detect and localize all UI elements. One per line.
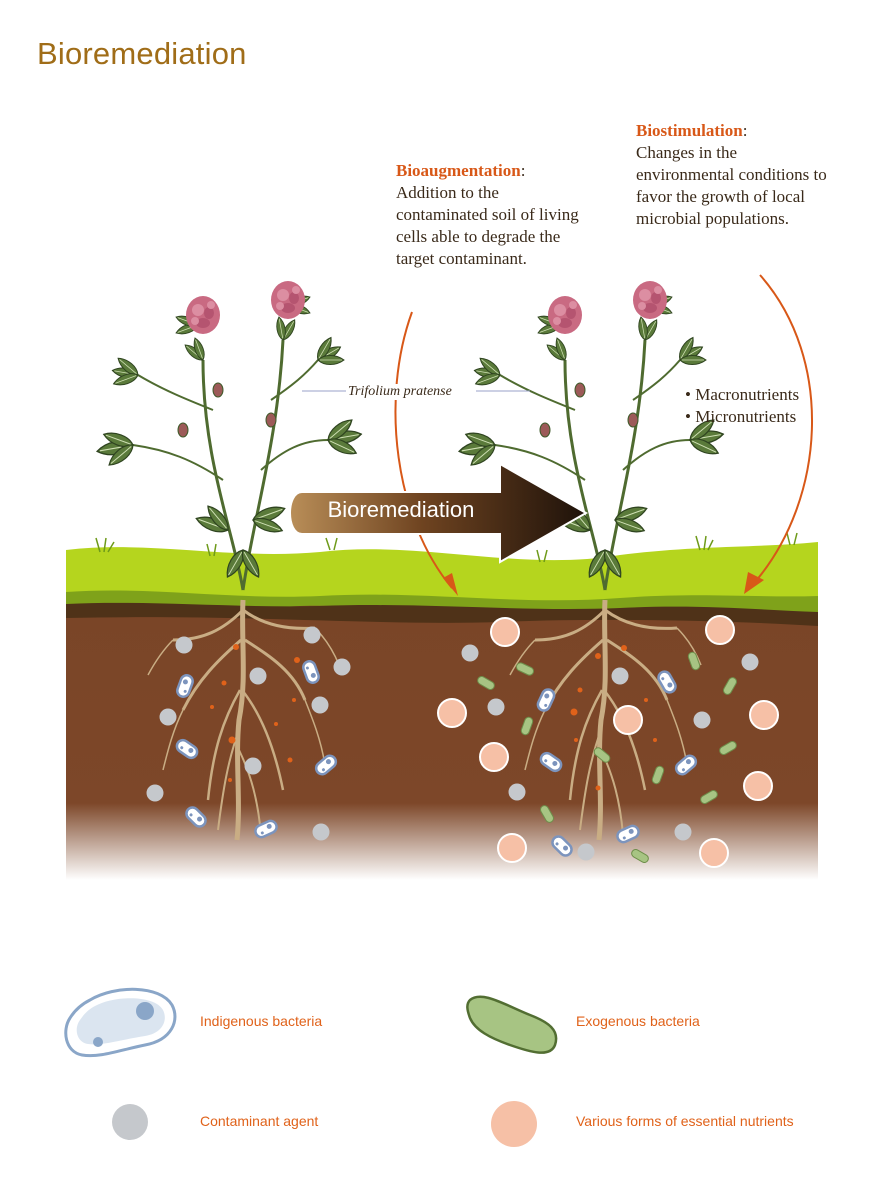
bioaugmentation-arrow bbox=[394, 311, 453, 589]
bioaugmentation-heading: Bioaugmentation bbox=[396, 161, 521, 180]
biostimulation-heading: Biostimulation bbox=[636, 121, 743, 140]
right-clover-plant bbox=[458, 281, 724, 590]
biostimulation-arrow bbox=[754, 274, 813, 583]
legend-nutrients-label: Various forms of essential nutrients bbox=[576, 1113, 794, 1129]
biostimulation-text: Changes in the environmental conditions … bbox=[636, 143, 827, 228]
nutrient-item: • Micronutrients bbox=[685, 407, 797, 426]
page-title: Bioremediation bbox=[37, 36, 247, 71]
species-label: Trifolium pratense bbox=[346, 384, 454, 400]
bioaugmentation-callout: Bioaugmentation: Addition to the contami… bbox=[396, 161, 579, 268]
legend-exogenous-label: Exogenous bacteria bbox=[576, 1013, 700, 1029]
nutrient-list: • Macronutrients • Micronutrients bbox=[685, 384, 799, 428]
left-nutrient-dots bbox=[210, 644, 300, 782]
bioremediation-arrow-label: Bioremediation bbox=[327, 497, 475, 522]
grass-tufts bbox=[95, 532, 798, 563]
left-clover-plant bbox=[96, 281, 362, 590]
legend-contaminant-label: Contaminant agent bbox=[200, 1113, 319, 1129]
right-nutrient-dots bbox=[570, 645, 657, 791]
bioremediation-process-arrow bbox=[289, 462, 589, 564]
soil-layer bbox=[66, 605, 818, 880]
legend-contaminant-icon bbox=[112, 1104, 148, 1140]
legend-nutrient-icon bbox=[491, 1101, 537, 1147]
bioaugmentation-text: Addition to the contaminated soil of liv… bbox=[396, 183, 579, 268]
nutrient-item: • Macronutrients bbox=[685, 385, 800, 404]
right-contaminant-particles bbox=[461, 644, 759, 861]
legend-exogenous-bacteria-icon bbox=[466, 995, 558, 1054]
legend-indigenous-bacteria-icon bbox=[64, 987, 177, 1058]
legend-indigenous-label: Indigenous bacteria bbox=[200, 1013, 323, 1029]
right-nutrient-particles bbox=[437, 615, 779, 868]
left-contaminant-particles bbox=[146, 626, 351, 841]
biostimulation-callout: Biostimulation: Changes in the environme… bbox=[636, 121, 827, 228]
